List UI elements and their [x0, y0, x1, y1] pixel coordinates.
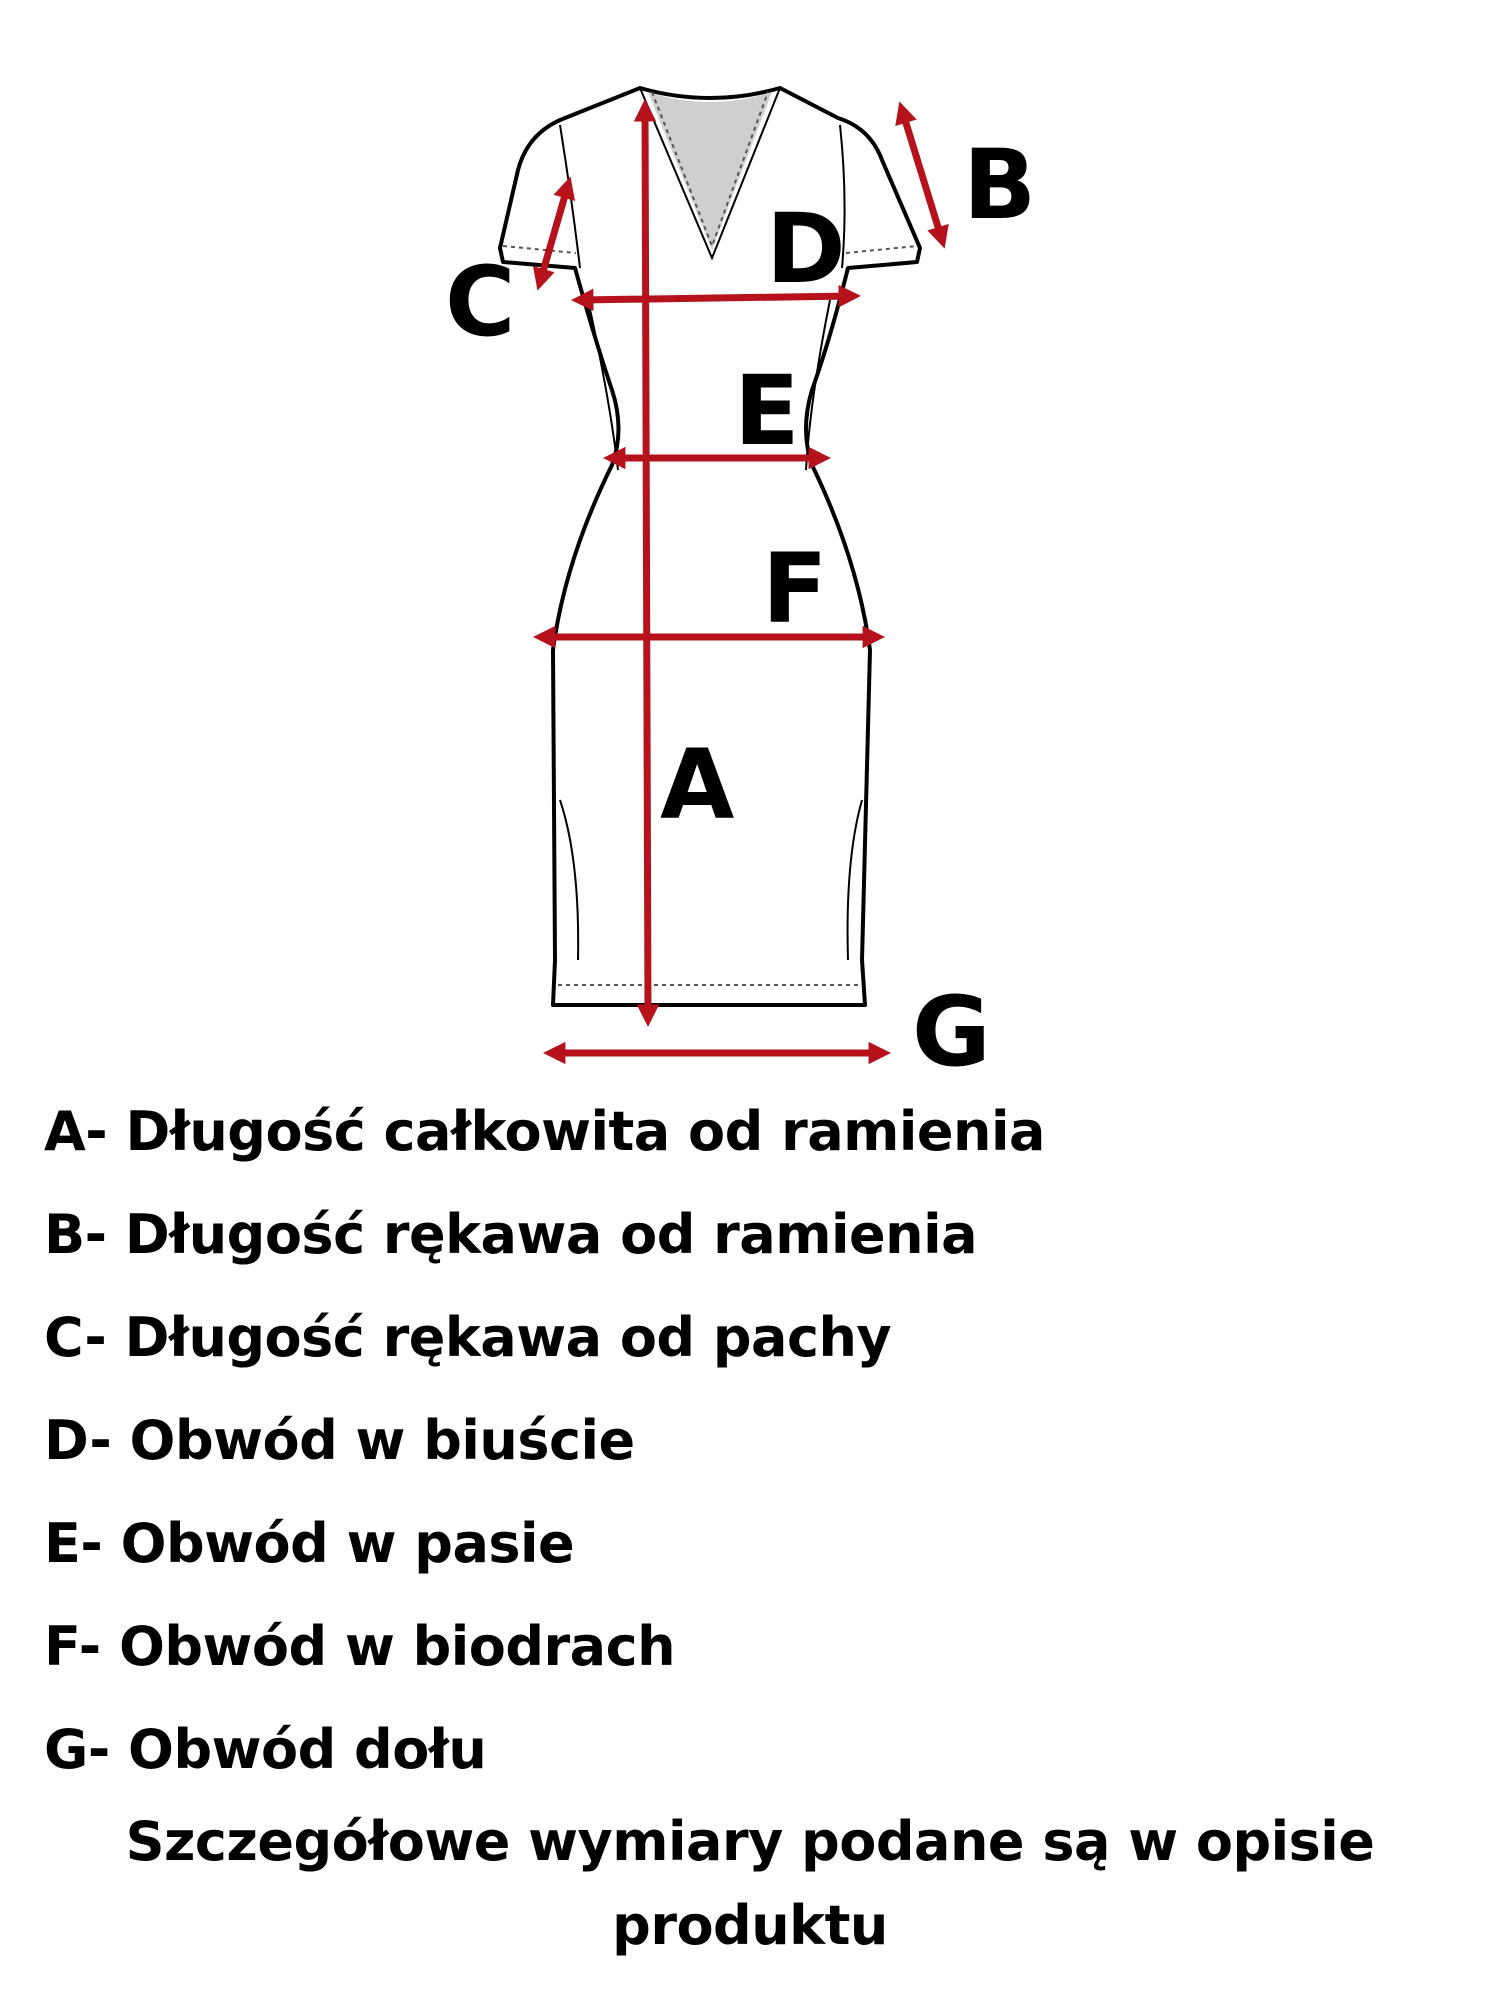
label-e: E — [734, 355, 800, 467]
legend-item-d: D- Obwód w biuście — [44, 1409, 635, 1472]
label-f: F — [762, 533, 828, 645]
legend-item-a: A- Długość całkowita od ramienia — [44, 1100, 1045, 1163]
measure-d-arrow — [571, 284, 861, 312]
dress-outline — [498, 86, 922, 1007]
legend-item-e: E- Obwód w pasie — [44, 1512, 575, 1575]
neckline-stitch — [651, 91, 769, 249]
legend-item-b: B- Długość rękawa od ramienia — [44, 1203, 978, 1266]
dress-body — [498, 86, 922, 1007]
left-skirt-seam — [559, 799, 580, 961]
measurement-legend: A- Długość całkowita od ramienia B- Dług… — [44, 1080, 1464, 1801]
label-b: B — [963, 129, 1036, 241]
right-skirt-seam — [846, 799, 863, 961]
label-d: D — [766, 193, 846, 305]
dress-measurement-diagram: A B C D E F G — [445, 86, 1036, 1080]
neckline-fill — [648, 92, 772, 250]
label-a: A — [660, 729, 734, 841]
label-c: C — [445, 246, 515, 358]
neckline — [639, 87, 781, 261]
legend-item-f: F- Obwód w biodrach — [44, 1615, 676, 1678]
measure-c-arrow — [532, 176, 576, 291]
right-armhole-seam — [839, 124, 846, 269]
label-g: G — [912, 976, 991, 1080]
footnote: Szczegółowe wymiary podane są w opisie p… — [125, 1810, 1375, 1957]
measure-a-arrow — [633, 99, 660, 1027]
legend-item-g: G- Obwód dołu — [44, 1718, 487, 1781]
legend-item-c: C- Długość rękawa od pachy — [44, 1306, 892, 1369]
measure-b-arrow — [895, 101, 949, 249]
